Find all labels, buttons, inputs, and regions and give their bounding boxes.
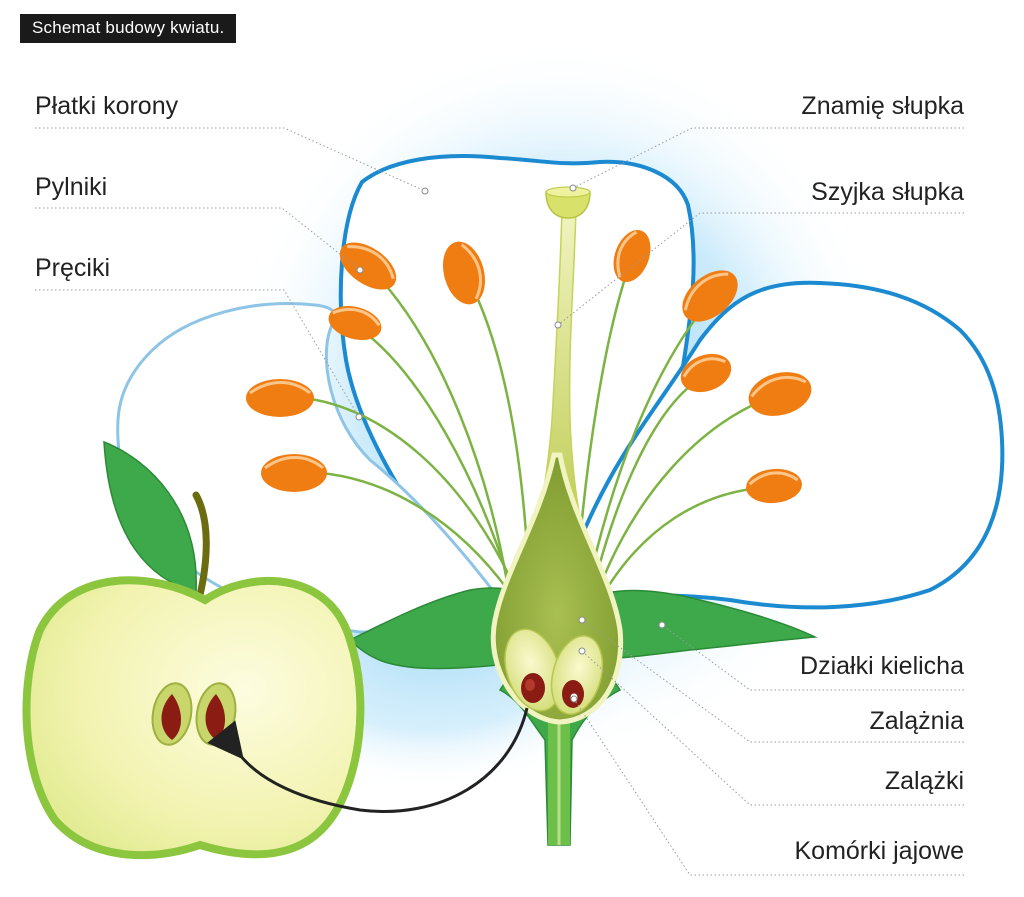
ovule <box>504 628 562 712</box>
leader-lines <box>35 127 964 876</box>
apple-stem <box>192 491 210 599</box>
label-zalaznia: Zalążnia <box>869 707 965 735</box>
label-dzialki-kielicha: Działki kielicha <box>800 652 964 680</box>
label-pylniki: Pylniki <box>35 173 108 201</box>
label-znamie-slupka: Znamię słupka <box>801 92 964 120</box>
arrow-icon <box>207 707 529 813</box>
label-zalazki: Zalążki <box>884 767 964 795</box>
sepal-right <box>579 589 818 661</box>
pistil <box>490 186 624 725</box>
anther <box>746 468 802 504</box>
label-komorki-jajowe: Komórki jajowe <box>794 837 964 865</box>
anther <box>261 454 327 492</box>
stigma <box>545 191 591 219</box>
anther <box>339 242 397 290</box>
anther <box>328 306 382 340</box>
stamen-filaments <box>289 257 779 601</box>
apple-seed <box>151 682 193 746</box>
anther <box>442 241 486 305</box>
anther <box>748 372 812 416</box>
anther <box>246 379 314 417</box>
apple-body <box>22 576 365 860</box>
label-preciki: Pręciki <box>35 254 111 282</box>
anthers <box>246 229 812 504</box>
diagram-title: Schemat budowy kwiatu. <box>20 14 237 43</box>
anther <box>680 353 732 393</box>
label-platki-korony: Płatki korony <box>35 92 179 120</box>
petal-right <box>558 280 1005 610</box>
label-szyjka-slupka: Szyjka słupka <box>811 178 964 206</box>
apple-cross-section-icon <box>22 440 365 860</box>
anther <box>682 270 738 322</box>
anther <box>613 229 651 283</box>
